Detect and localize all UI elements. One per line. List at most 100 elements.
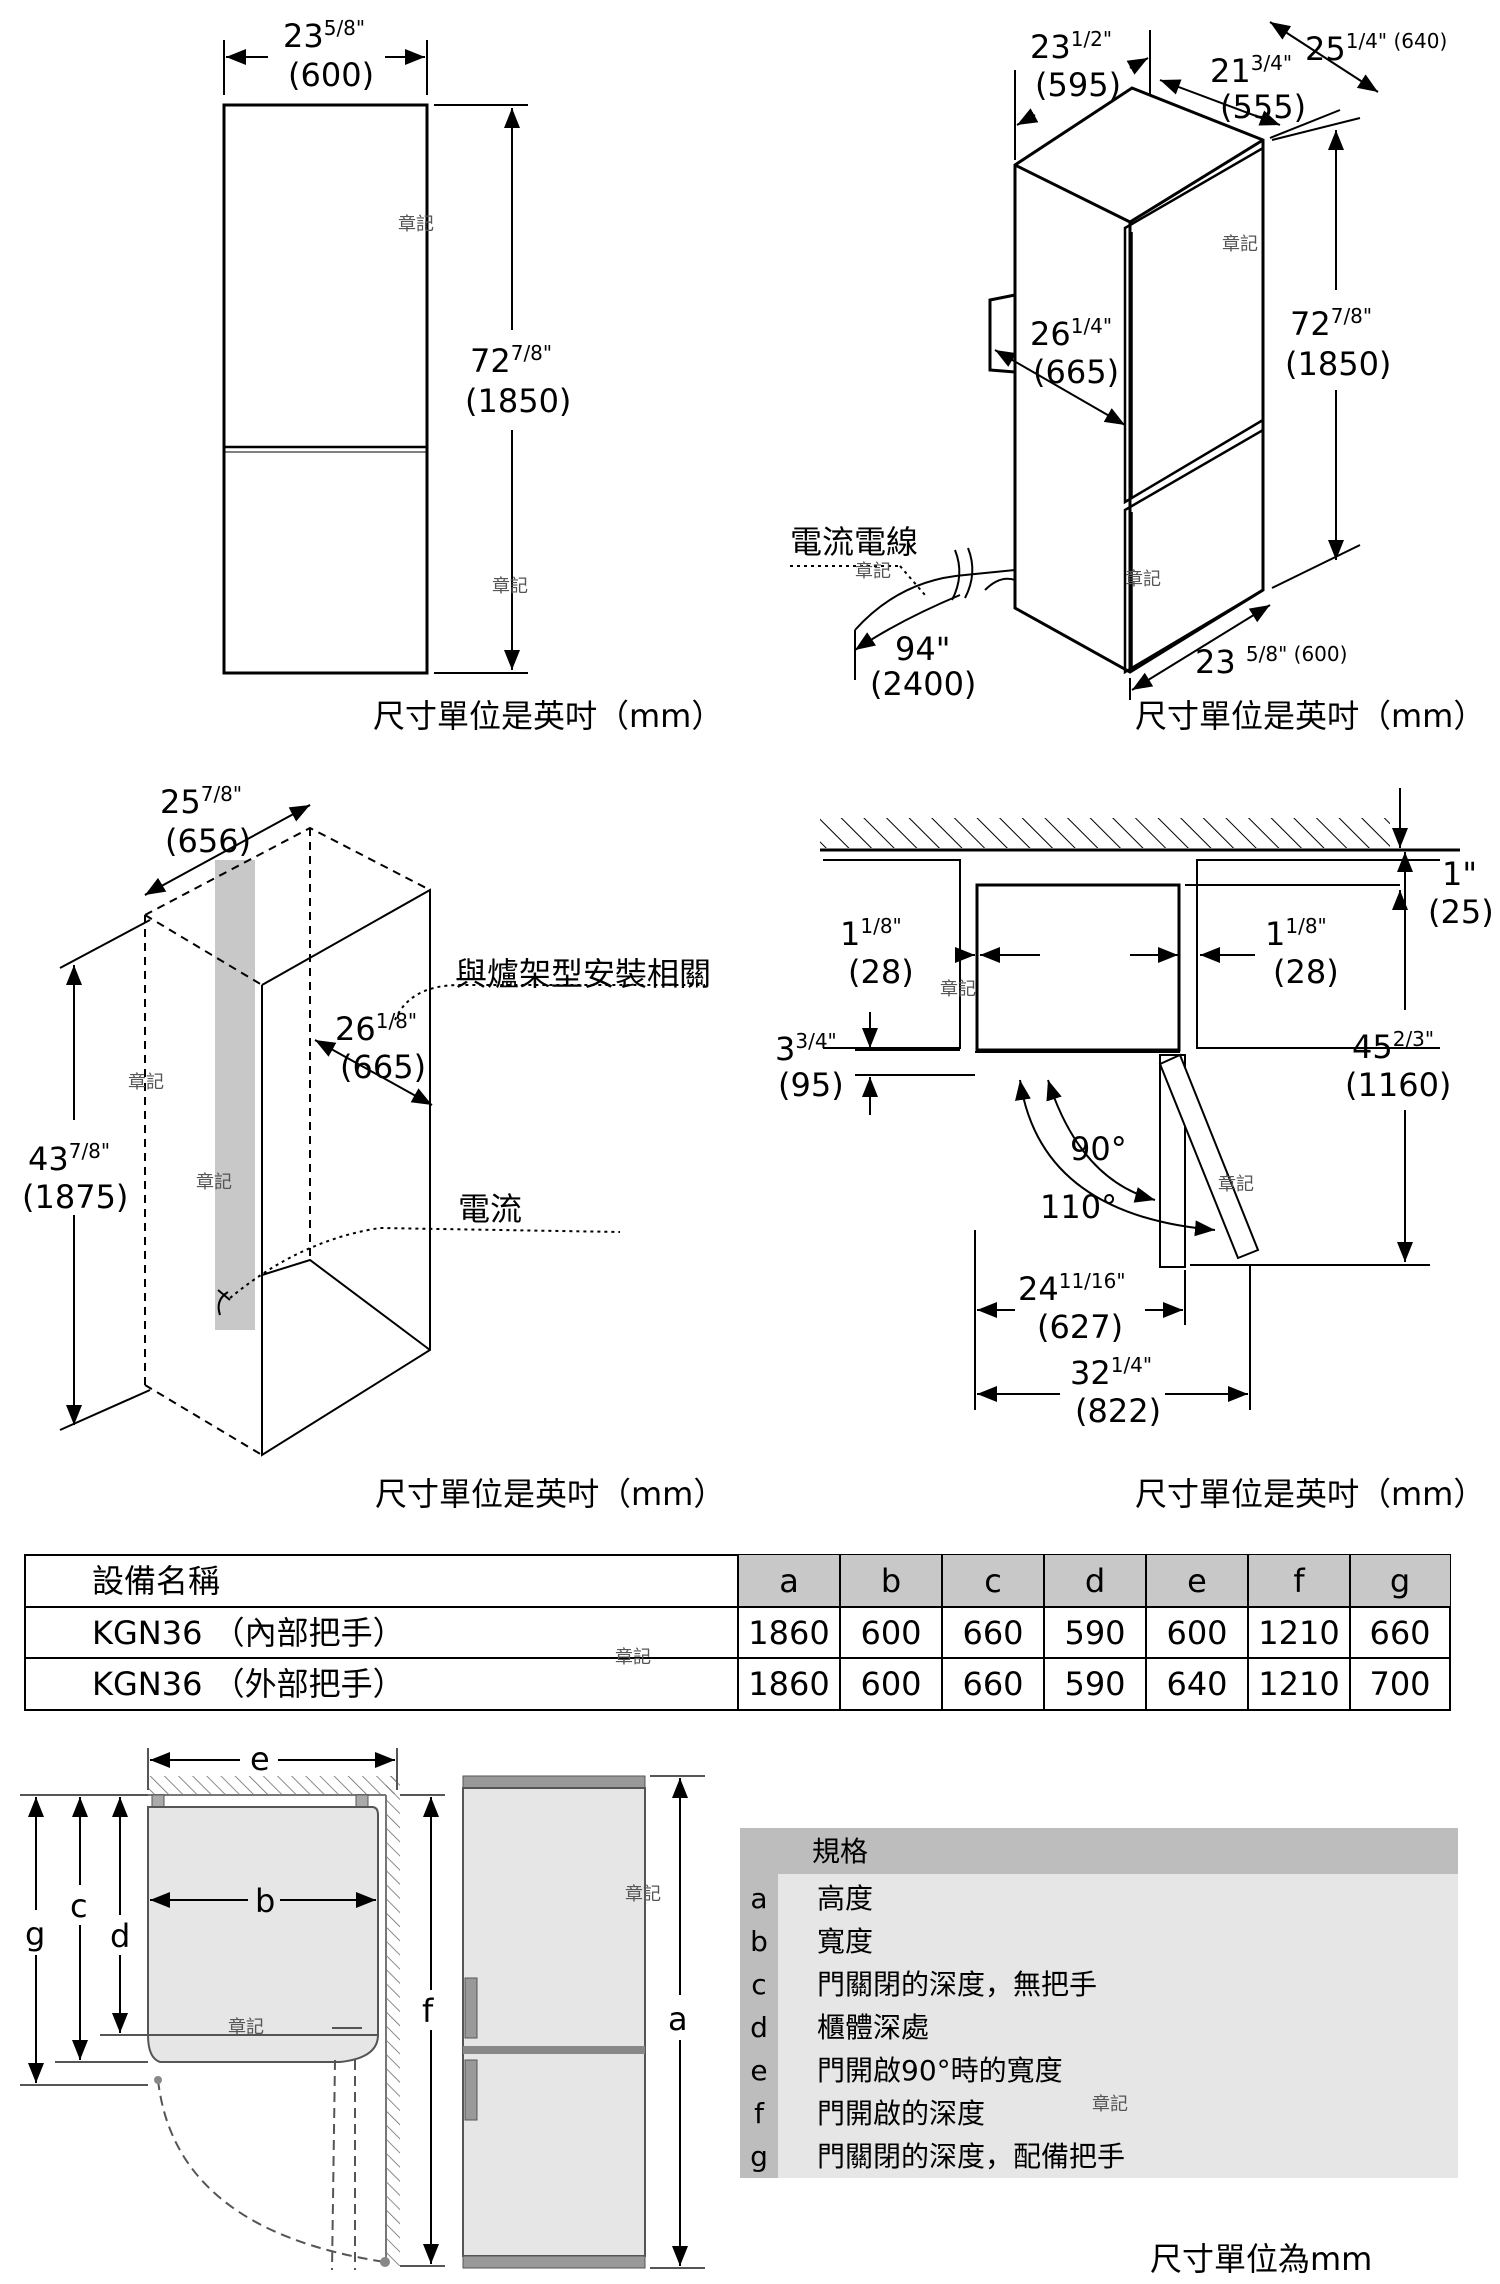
dim-b-label: b	[255, 1882, 275, 1920]
watermark: 章記	[1125, 569, 1161, 590]
plan-arc-110	[1015, 1079, 1216, 1237]
table-header-name: 設備名稱	[92, 1562, 220, 1600]
plan-angle-110: 110°	[1040, 1188, 1117, 1226]
niche-width-label: 257/8"	[160, 782, 242, 821]
bottom-front-handle-lower	[464, 2059, 478, 2121]
plan-depth-label: 452/3"	[1352, 1027, 1434, 1066]
watermark: 章記	[228, 2017, 264, 2038]
iso-front-top-edge	[1014, 163, 1131, 224]
iso-depth-label: 213/4"	[1210, 51, 1292, 90]
niche-shaded-strip	[215, 860, 255, 1330]
iso-cable-leader-2	[899, 565, 926, 596]
watermark: 章記	[855, 561, 891, 582]
iso-depth2-arrow	[1269, 21, 1379, 93]
bottom-spacer-right	[355, 1794, 369, 1808]
iso-view: 231/2" (595) 213/4" (555) 251/4" (640) 2…	[790, 21, 1485, 735]
spec-label: 門開啟90°時的寬度	[817, 2054, 1063, 2087]
spec-table: 規格 a 高度 b 寬度 c 門關閉的深度，無把手 d 櫃體深處 e 門開啟90…	[740, 1828, 1458, 2178]
plan-left-gap-mm: (28)	[848, 953, 914, 991]
table-cell-model: KGN36 （內部把手）	[92, 1614, 405, 1652]
table-cell: 1210	[1258, 1665, 1339, 1703]
table-cell: 590	[1064, 1665, 1125, 1703]
plan-left-gap-label: 11/8"	[840, 914, 902, 953]
niche-floor	[261, 1258, 431, 1351]
spec-key-column	[740, 1874, 778, 2178]
plan-wall-hatch	[820, 818, 1390, 848]
niche-plug-icon	[217, 1289, 231, 1316]
table-cell: 660	[1369, 1614, 1430, 1652]
iso-cable-dim	[854, 594, 961, 651]
plan-front-label: 33/4"	[775, 1029, 837, 1068]
iso-cable-in: 94"	[895, 630, 950, 668]
dim-g-label: g	[25, 1915, 45, 1953]
spec-label: 門關閉的深度，配備把手	[817, 2140, 1125, 2173]
niche-top-left	[144, 914, 263, 986]
bottom-door-open-1	[331, 2059, 336, 2271]
bottom-spacer-left	[151, 1794, 165, 1808]
plan-open110-label: 321/4"	[1070, 1353, 1152, 1392]
iso-bottom-label: 23 5/8" (600)	[1195, 642, 1347, 681]
iso-upper-door	[1123, 145, 1265, 505]
iso-depth2-label: 251/4" (640)	[1305, 29, 1447, 68]
table-cell: 600	[860, 1614, 921, 1652]
niche-view: 257/8" (656) 261/8" (665) 437/8" (1875) …	[22, 782, 725, 1513]
iso-depth-arrow	[1159, 79, 1281, 126]
iso-width-arrow	[1016, 108, 1039, 126]
front-height-mm: (1850)	[465, 382, 571, 420]
spec-key: f	[754, 2097, 765, 2130]
spec-title: 規格	[812, 1835, 868, 1868]
bottom-front-divider	[463, 2046, 645, 2054]
iso-cable-label: 電流電線	[790, 523, 918, 561]
plan-fridge	[975, 883, 1181, 1052]
spec-key: d	[750, 2011, 768, 2044]
iso-cable-tail	[984, 577, 1016, 591]
spec-key: b	[750, 1925, 768, 1958]
bottom-front-top-trim	[462, 1775, 646, 1789]
spec-label: 寬度	[817, 1925, 873, 1958]
niche-depth-label: 261/8"	[335, 1009, 417, 1048]
bottom-door-swing	[157, 2079, 386, 2263]
iso-inner-arrow	[994, 349, 1126, 426]
watermark: 章記	[398, 214, 434, 235]
bottom-fridge-body	[147, 1806, 379, 2036]
iso-inner-label: 261/4"	[1030, 314, 1112, 353]
bottom-hinge-2	[380, 2257, 390, 2267]
bottom-front-handle-upper	[464, 1977, 478, 2039]
spec-header	[740, 1828, 1458, 1874]
plan-top-gap-label: 1"	[1442, 855, 1477, 893]
niche-power-label: 電流	[458, 1190, 522, 1228]
bottom-hinge	[154, 2076, 162, 2084]
dim-c-label: c	[70, 1887, 88, 1925]
dim-d-label: d	[110, 1917, 130, 1955]
iso-height-mm: (1850)	[1285, 345, 1391, 383]
table-cell: 660	[962, 1614, 1023, 1652]
niche-width-arrow-left	[144, 877, 167, 896]
iso-inner-mm: (665)	[1033, 353, 1119, 391]
iso-bottom-arrow	[1131, 604, 1271, 691]
niche-depth-mm: (665)	[340, 1048, 426, 1086]
bottom-side-wall-hatch	[386, 1776, 400, 2266]
plan-front-mm: (95)	[778, 1066, 844, 1104]
spec-key: c	[751, 1968, 766, 2001]
table-header-b: b	[881, 1562, 901, 1600]
niche-depth-arrow	[314, 1039, 433, 1106]
iso-width-label: 231/2"	[1030, 27, 1112, 66]
units-note-niche: 尺寸單位是英吋（mm）	[375, 1475, 725, 1513]
bottom-door-closed	[146, 2034, 380, 2063]
front-height-label: 727/8"	[470, 341, 552, 380]
niche-height-mm: (1875)	[22, 1178, 128, 1216]
spec-key: e	[750, 2054, 767, 2087]
front-width-label: 235/8"	[283, 16, 365, 55]
table-cell: 640	[1166, 1665, 1227, 1703]
table-cell: 600	[1166, 1614, 1227, 1652]
bottom-front-view: a 章記	[462, 1775, 705, 2269]
plan-angle-90: 90°	[1070, 1130, 1127, 1168]
iso-lower-door	[1123, 427, 1265, 675]
table-cell: 600	[860, 1665, 921, 1703]
iso-cable-mm: (2400)	[870, 665, 976, 703]
watermark: 章記	[1092, 2094, 1128, 2115]
niche-oven-label: 與爐架型安裝相關	[455, 955, 711, 993]
watermark: 章記	[625, 1884, 661, 1905]
spec-key: a	[750, 1882, 767, 1915]
spec-label: 門關閉的深度，無把手	[817, 1968, 1097, 2001]
